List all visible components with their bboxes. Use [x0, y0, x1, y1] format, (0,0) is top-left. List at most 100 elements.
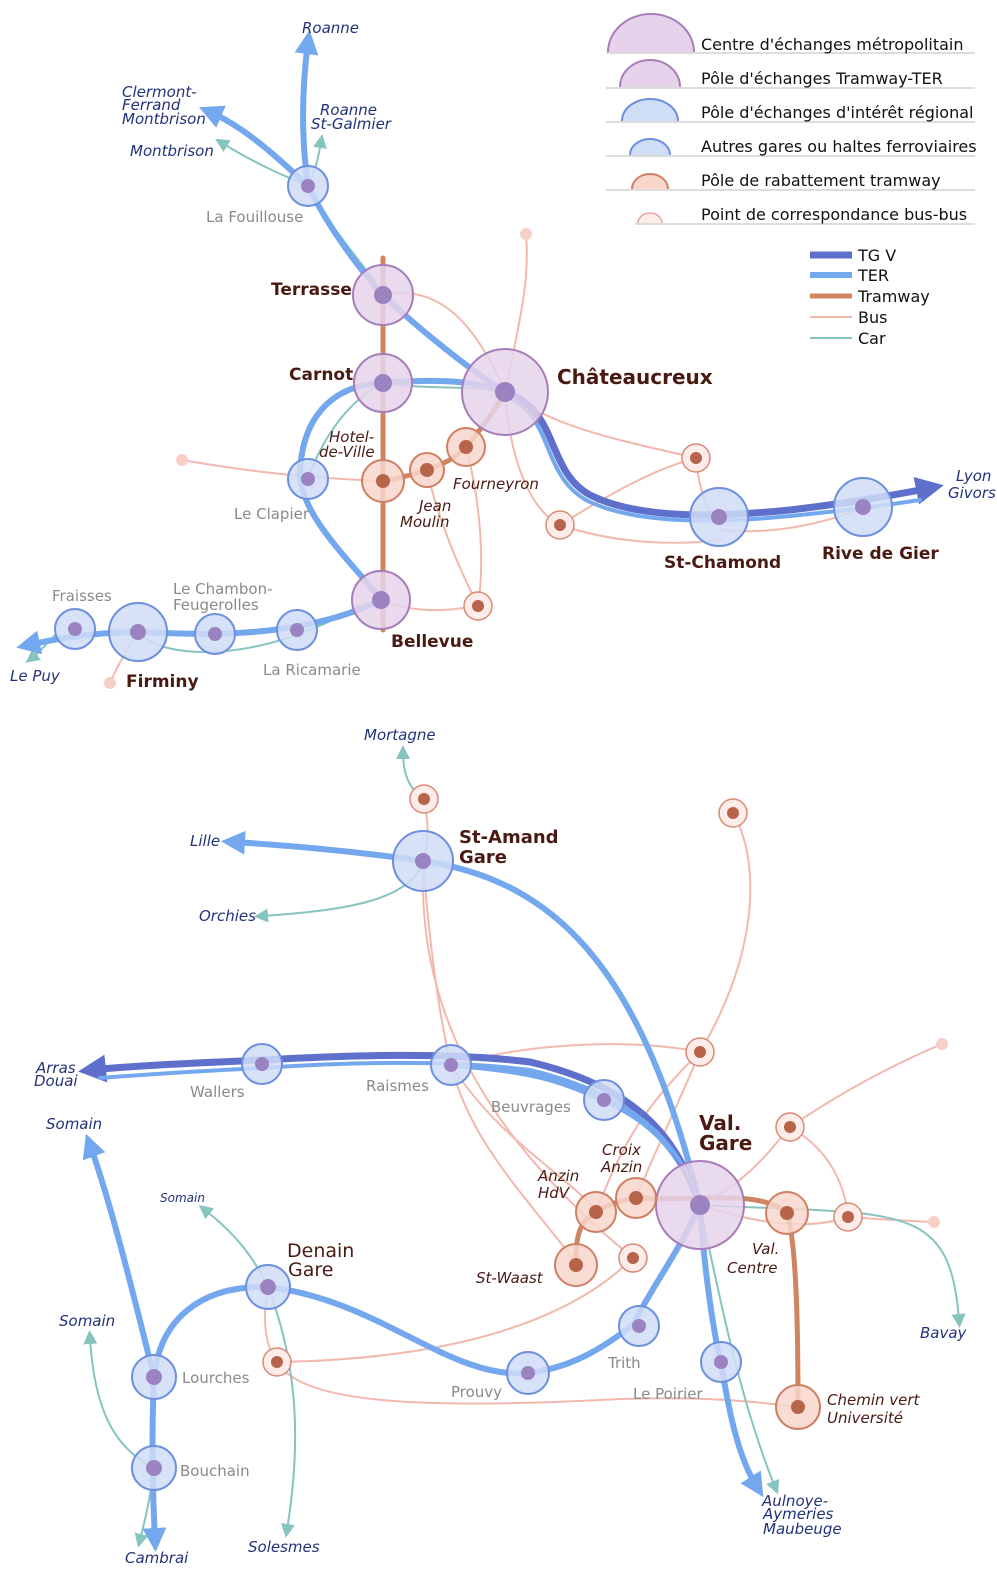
label-beuvrages: Beuvrages [491, 1098, 571, 1116]
dest-somain-small: Somain [160, 1191, 205, 1205]
dest-aulnoye-2: Aymeries [762, 1505, 834, 1523]
label-la-fouillouse: La Fouillouse [206, 208, 303, 226]
dest-roanne-stg-2: St-Galmier [311, 115, 392, 133]
station-st-amand [392, 830, 454, 892]
station-rive-de-gier [833, 477, 893, 537]
legend-label-tramter: Pôle d'échanges Tramway-TER [701, 69, 943, 88]
dest-bavay: Bavay [920, 1324, 968, 1342]
dest-mortagne: Mortagne [364, 726, 436, 744]
legend-line-car: Car [810, 329, 886, 348]
label-jean-moulin-2: Moulin [400, 513, 449, 531]
label-denain-1: Denain [287, 1240, 354, 1262]
label-le-poirier: Le Poirier [633, 1385, 704, 1403]
label-trith: Trith [607, 1354, 641, 1372]
label-denain-2: Gare [288, 1259, 333, 1281]
labels-map2: Mortagne Lille Orchies Arras Douai Somai… [34, 726, 968, 1567]
label-wallers: Wallers [190, 1083, 245, 1101]
label-lourches: Lourches [182, 1369, 250, 1387]
station-croix-anzin [615, 1177, 657, 1219]
legend-line-label-tgv: TG V [857, 246, 896, 265]
busbus-point-map2-mortagne [409, 784, 439, 814]
dest-aulnoye-1: Aulnoye- [761, 1492, 828, 1510]
busbus-point-map1-c [463, 591, 493, 621]
station-val-gare [655, 1160, 745, 1250]
dest-lille: Lille [190, 832, 220, 850]
station-firminy [108, 602, 168, 662]
station-bouchain [131, 1445, 177, 1491]
station-fourneyron [446, 427, 486, 467]
label-bellevue: Bellevue [391, 632, 473, 652]
labels-map1: Roanne Clermont- Ferrand Montbrison Roan… [10, 19, 996, 692]
label-val-gare-1: Val. [699, 1111, 741, 1135]
station-jean-moulin [409, 452, 445, 488]
label-bouchain: Bouchain [180, 1462, 250, 1480]
dest-clermont-3: Montbrison [122, 110, 206, 128]
label-firminy: Firminy [126, 672, 199, 692]
station-val-centre [765, 1191, 809, 1235]
legend-label-busbus: Point de correspondance bus-bus [701, 205, 967, 224]
station-anzin-hdv [575, 1191, 617, 1233]
station-le-clapier [287, 458, 329, 500]
stations-map2 [131, 784, 948, 1491]
legend-line-label-ter: TER [857, 266, 889, 285]
label-chateaucreux: Châteaucreux [557, 365, 713, 389]
busbus-point-map2-denain-s [262, 1347, 292, 1377]
dest-cambrai: Cambrai [125, 1549, 189, 1567]
legend-label-stations: Autres gares ou haltes ferroviaires [701, 137, 977, 156]
label-la-ricamarie: La Ricamarie [263, 661, 361, 679]
dest-le-puy: Le Puy [10, 667, 61, 685]
label-raismes: Raismes [366, 1077, 429, 1095]
label-rive-de-gier: Rive de Gier [822, 544, 939, 564]
busbus-point-map1-b [545, 510, 575, 540]
label-val-centre-2: Centre [727, 1259, 778, 1277]
label-st-amand-2: Gare [459, 847, 507, 868]
map-saint-etienne: Roanne Clermont- Ferrand Montbrison Roan… [10, 19, 996, 692]
ter-lines-map1 [16, 30, 508, 655]
legend: Centre d'échanges métropolitain Pôle d'é… [606, 13, 977, 348]
label-anzin-hdv-2: HdV [538, 1184, 571, 1202]
label-hotel-de-ville-2: de-Ville [319, 443, 375, 461]
station-chemin-vert [775, 1384, 821, 1430]
station-denain [245, 1264, 291, 1310]
dest-arras: Arras [35, 1059, 76, 1077]
legend-line-label-tram: Tramway [857, 287, 930, 306]
busbus-point-map2-raismes-e [685, 1037, 715, 1067]
station-bellevue [351, 570, 411, 630]
station-la-ricamarie [276, 609, 318, 651]
legend-label-regional: Pôle d'échanges d'intérêt régional [701, 103, 973, 122]
label-val-gare-2: Gare [699, 1131, 752, 1155]
dest-somain-top: Somain [46, 1115, 102, 1133]
legend-item-regional: Pôle d'échanges d'intérêt régional [606, 98, 975, 123]
legend-item-metro: Centre d'échanges métropolitain [606, 13, 975, 54]
label-croix-anzin-1: Croix [602, 1141, 641, 1159]
label-st-amand-1: St-Amand [459, 827, 559, 848]
map-valenciennes: Mortagne Lille Orchies Arras Douai Somai… [34, 726, 968, 1567]
dest-montbrison: Montbrison [130, 142, 214, 160]
legend-line-tgv: TG V [810, 246, 896, 265]
dest-lyon: Lyon [956, 467, 991, 485]
label-terrasse: Terrasse [271, 280, 352, 300]
legend-item-stations: Autres gares ou haltes ferroviaires [606, 137, 977, 157]
label-le-clapier: Le Clapier [234, 505, 310, 523]
label-croix-anzin-2: Anzin [600, 1158, 642, 1176]
label-val-centre-1: Val. [752, 1240, 779, 1258]
legend-item-tramway: Pôle de rabattement tramway [606, 171, 975, 191]
legend-line-label-bus: Bus [858, 308, 887, 327]
bus-terminus-map1 [104, 228, 532, 689]
dest-roanne-stg-1: Roanne [320, 101, 377, 119]
legend-label-metro: Centre d'échanges métropolitain [701, 35, 964, 54]
tgv-line-map2 [78, 1051, 704, 1209]
label-prouvy: Prouvy [451, 1383, 502, 1401]
busbus-point-map1-a [681, 443, 711, 473]
station-carnot [353, 353, 413, 413]
station-beuvrages [583, 1079, 625, 1121]
legend-line-tram: Tramway [810, 287, 930, 306]
station-le-poirier [700, 1341, 742, 1383]
station-la-fouillouse [287, 165, 329, 207]
station-hotel-de-ville [361, 459, 405, 503]
legend-line-label-car: Car [858, 329, 886, 348]
station-fraisses [54, 608, 96, 650]
label-carnot: Carnot [289, 365, 353, 385]
busbus-point-map2-valgare-ne [775, 1112, 805, 1142]
